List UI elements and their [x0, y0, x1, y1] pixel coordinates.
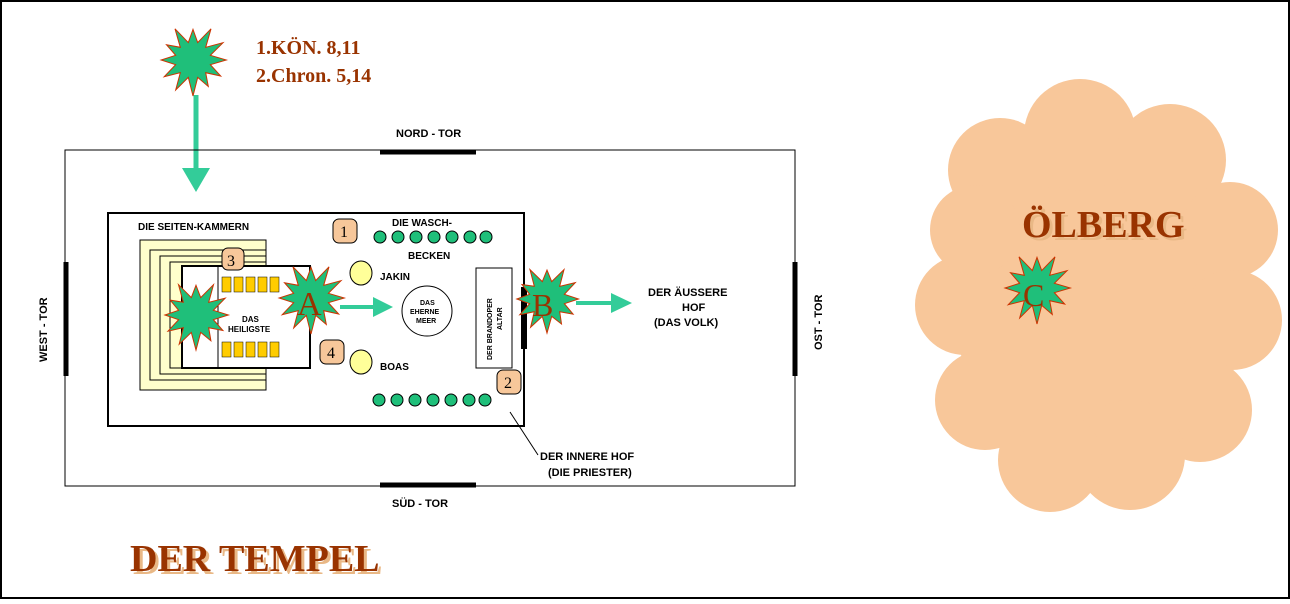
- gold-tables-top: [221, 276, 280, 293]
- reference-arrow-head: [182, 168, 210, 192]
- gold-tables-bottom: [221, 341, 280, 358]
- arrow-a-head: [373, 297, 393, 317]
- title-shadow: DER TEMPEL: [133, 541, 383, 583]
- number-3-marker: [221, 247, 245, 271]
- marker-c-star: [1003, 255, 1073, 325]
- number-4-label: 4: [327, 345, 335, 362]
- holiest-star: [163, 283, 231, 352]
- outer-court-label-2: HOF: [682, 302, 706, 314]
- wash-basins-south: [372, 393, 492, 407]
- side-chambers-label: DIE SEITEN-KAMMERN: [138, 222, 249, 233]
- holiest-label-1: DAS: [242, 315, 260, 324]
- marker-a-label: A: [297, 286, 322, 323]
- number-3-label: 3: [227, 253, 235, 270]
- mount-label-shadow: ÖLBERG: [1025, 207, 1188, 249]
- boas-pillar: [349, 349, 373, 375]
- wash-basins-label-2: BECKEN: [408, 251, 450, 262]
- wash-basins-label-1: DIE WASCH-: [392, 218, 452, 229]
- number-1-marker: [332, 218, 358, 244]
- burnt-offering-altar: [475, 267, 513, 369]
- number-2-label: 2: [504, 375, 512, 392]
- arrow-b-head: [611, 293, 632, 313]
- marker-b-star: [515, 267, 581, 335]
- jakin-pillar: [349, 260, 373, 286]
- outer-court-label-3: (DAS VOLK): [654, 317, 719, 329]
- reference-star: [159, 27, 229, 97]
- number-2-marker: [496, 369, 522, 395]
- marker-a-star: [277, 265, 347, 335]
- marker-c-label: C: [1023, 277, 1044, 313]
- holiest-label-2: HEILIGSTE: [228, 325, 271, 334]
- sea-label-2: EHERNE: [410, 309, 440, 316]
- sea-label-1: DAS: [420, 300, 435, 307]
- east-gate-label: OST - TOR: [813, 295, 825, 350]
- north-gate-label: NORD - TOR: [396, 128, 461, 140]
- reference-line-2: 2.Chron. 5,14: [256, 65, 371, 87]
- marker-b-label: B: [532, 287, 553, 323]
- west-gate-label: WEST - TOR: [38, 297, 50, 362]
- page-title: DER TEMPEL: [130, 538, 380, 580]
- reference-line-1: 1.KÖN. 8,11: [256, 36, 360, 59]
- inner-court-pointer: [509, 411, 539, 456]
- inner-court-label-1: DER INNERE HOF: [540, 451, 634, 463]
- mount-label: ÖLBERG: [1022, 204, 1185, 246]
- wash-basins-north: [373, 230, 493, 244]
- outer-court-label-1: DER ÄUSSERE: [648, 286, 727, 299]
- altar-label-1: DER BRANDOPER: [487, 298, 494, 360]
- south-gate-label: SÜD - TOR: [392, 497, 448, 510]
- sea-label-3: MEER: [416, 318, 436, 325]
- jakin-label: JAKIN: [380, 272, 410, 283]
- inner-court-label-2: (DIE PRIESTER): [548, 467, 632, 479]
- number-4-marker: [319, 339, 345, 365]
- boas-label: BOAS: [380, 362, 409, 373]
- number-1-label: 1: [340, 224, 348, 241]
- altar-label-2: ALTAR: [497, 307, 504, 330]
- bronze-sea: [401, 285, 453, 337]
- mount-of-olives-cloud: [915, 79, 1282, 512]
